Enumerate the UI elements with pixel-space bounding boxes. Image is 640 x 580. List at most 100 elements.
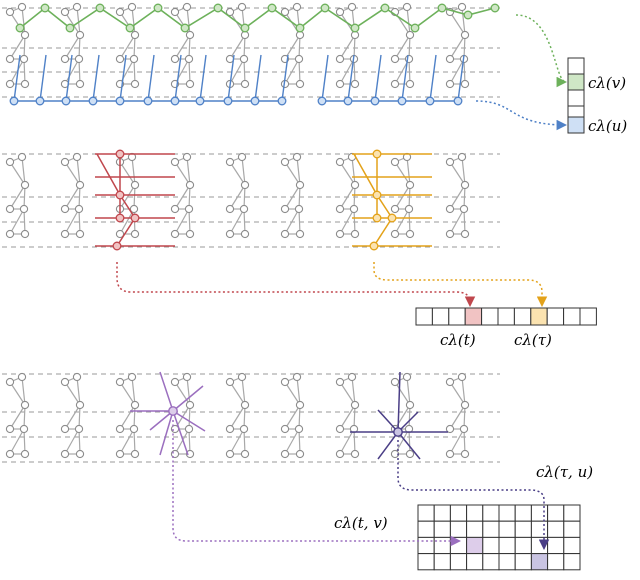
signal-u-node — [9, 96, 19, 106]
graph-node — [225, 7, 235, 17]
graph-node — [457, 2, 467, 12]
graph-node — [20, 449, 30, 459]
matrix-cell — [482, 504, 500, 522]
vector-cell — [481, 307, 499, 326]
graph-edge — [131, 376, 136, 406]
signal-u-node — [195, 96, 205, 106]
graph-edge — [284, 58, 300, 85]
graph-node — [17, 372, 27, 382]
graph-node — [240, 30, 250, 40]
graph-node — [295, 180, 305, 190]
matrix-cell — [482, 553, 500, 571]
vector-cell — [563, 307, 581, 326]
graph-node — [20, 400, 30, 410]
graph-node — [75, 30, 85, 40]
graph-edge — [284, 161, 301, 186]
graph-node — [170, 229, 180, 239]
graph-edge — [284, 208, 300, 235]
graph-edge — [461, 376, 466, 406]
graph-node — [350, 180, 360, 190]
graph-edge — [229, 161, 246, 186]
graph-edge — [243, 428, 246, 455]
matrix-cell — [433, 536, 451, 555]
label-c-t-v: cλ(t, v) — [334, 514, 388, 532]
graph-node — [185, 449, 195, 459]
panel-3-base-graph — [2, 372, 500, 463]
graph-node — [237, 152, 247, 162]
matrix-cell — [449, 520, 468, 538]
graph-edge — [9, 404, 26, 430]
graph-node — [405, 180, 415, 190]
graph-node — [185, 79, 195, 89]
graph-node — [60, 7, 70, 17]
graph-edge — [449, 58, 465, 85]
graph-node — [240, 400, 250, 410]
graph-node — [170, 54, 180, 64]
graph-edge — [9, 161, 26, 186]
vector-cell-v — [567, 73, 585, 91]
signal-v-node — [125, 23, 135, 33]
connector-u — [475, 100, 568, 131]
graph-node — [75, 449, 85, 459]
graph-edge — [284, 184, 301, 210]
signal-v-node — [295, 23, 305, 33]
graph-node — [292, 152, 302, 162]
matrix-cell — [514, 553, 532, 571]
graph-node — [170, 157, 180, 167]
graph-node — [280, 377, 290, 387]
matrix-cell — [563, 520, 581, 538]
graph-node — [60, 54, 70, 64]
signal-u-stem — [254, 54, 262, 102]
matrix-cell — [563, 536, 581, 555]
label-c-u: cλ(u) — [588, 117, 627, 135]
graph-node — [5, 204, 15, 214]
subgraph-tau-edge — [373, 154, 393, 247]
graph-node — [335, 204, 345, 214]
graph-edge — [119, 404, 136, 430]
graph-edge — [76, 6, 81, 36]
connector-t-v — [172, 420, 462, 547]
graph-node — [5, 157, 15, 167]
signal-v-node — [153, 3, 163, 13]
graph-edge — [9, 208, 25, 235]
matrix-cell — [482, 536, 500, 555]
matrix-cell — [514, 536, 532, 555]
signal-u-stem — [227, 54, 235, 102]
graph-node — [60, 157, 70, 167]
graph-node — [335, 229, 345, 239]
graph-node — [129, 204, 139, 214]
matrix-cell — [417, 536, 435, 555]
graph-node — [292, 372, 302, 382]
graph-edge — [351, 376, 356, 406]
graph-edge — [394, 184, 411, 210]
signal-v-node — [410, 23, 420, 33]
graph-node — [74, 54, 84, 64]
panel-2-highlighted-subgraphs — [95, 149, 432, 251]
graph-node — [19, 204, 29, 214]
graph-node — [335, 54, 345, 64]
graph-node — [130, 400, 140, 410]
signal-u-stem — [92, 54, 100, 102]
panel-1-signal-graph — [2, 2, 500, 106]
graph-node — [72, 372, 82, 382]
graph-edge — [9, 428, 25, 455]
graph-node — [335, 79, 345, 89]
graph-edge — [394, 161, 411, 186]
label-c-tau-u: cλ(τ, u) — [536, 463, 593, 481]
graph-edge — [408, 208, 411, 235]
graph-node — [115, 54, 125, 64]
graph-node — [17, 2, 27, 12]
graph-edge — [131, 156, 136, 186]
graph-node — [5, 79, 15, 89]
graph-node — [295, 400, 305, 410]
graph-edge — [76, 156, 81, 186]
signal-u-stem — [39, 54, 47, 102]
signal-u-stem — [347, 54, 355, 102]
graph-node — [127, 372, 137, 382]
graph-edge — [119, 34, 136, 60]
signal-u-stem — [374, 54, 382, 102]
graph-node — [445, 377, 455, 387]
graph-node — [280, 424, 290, 434]
graph-edge — [9, 381, 26, 406]
star-t-v-edge — [172, 385, 204, 412]
